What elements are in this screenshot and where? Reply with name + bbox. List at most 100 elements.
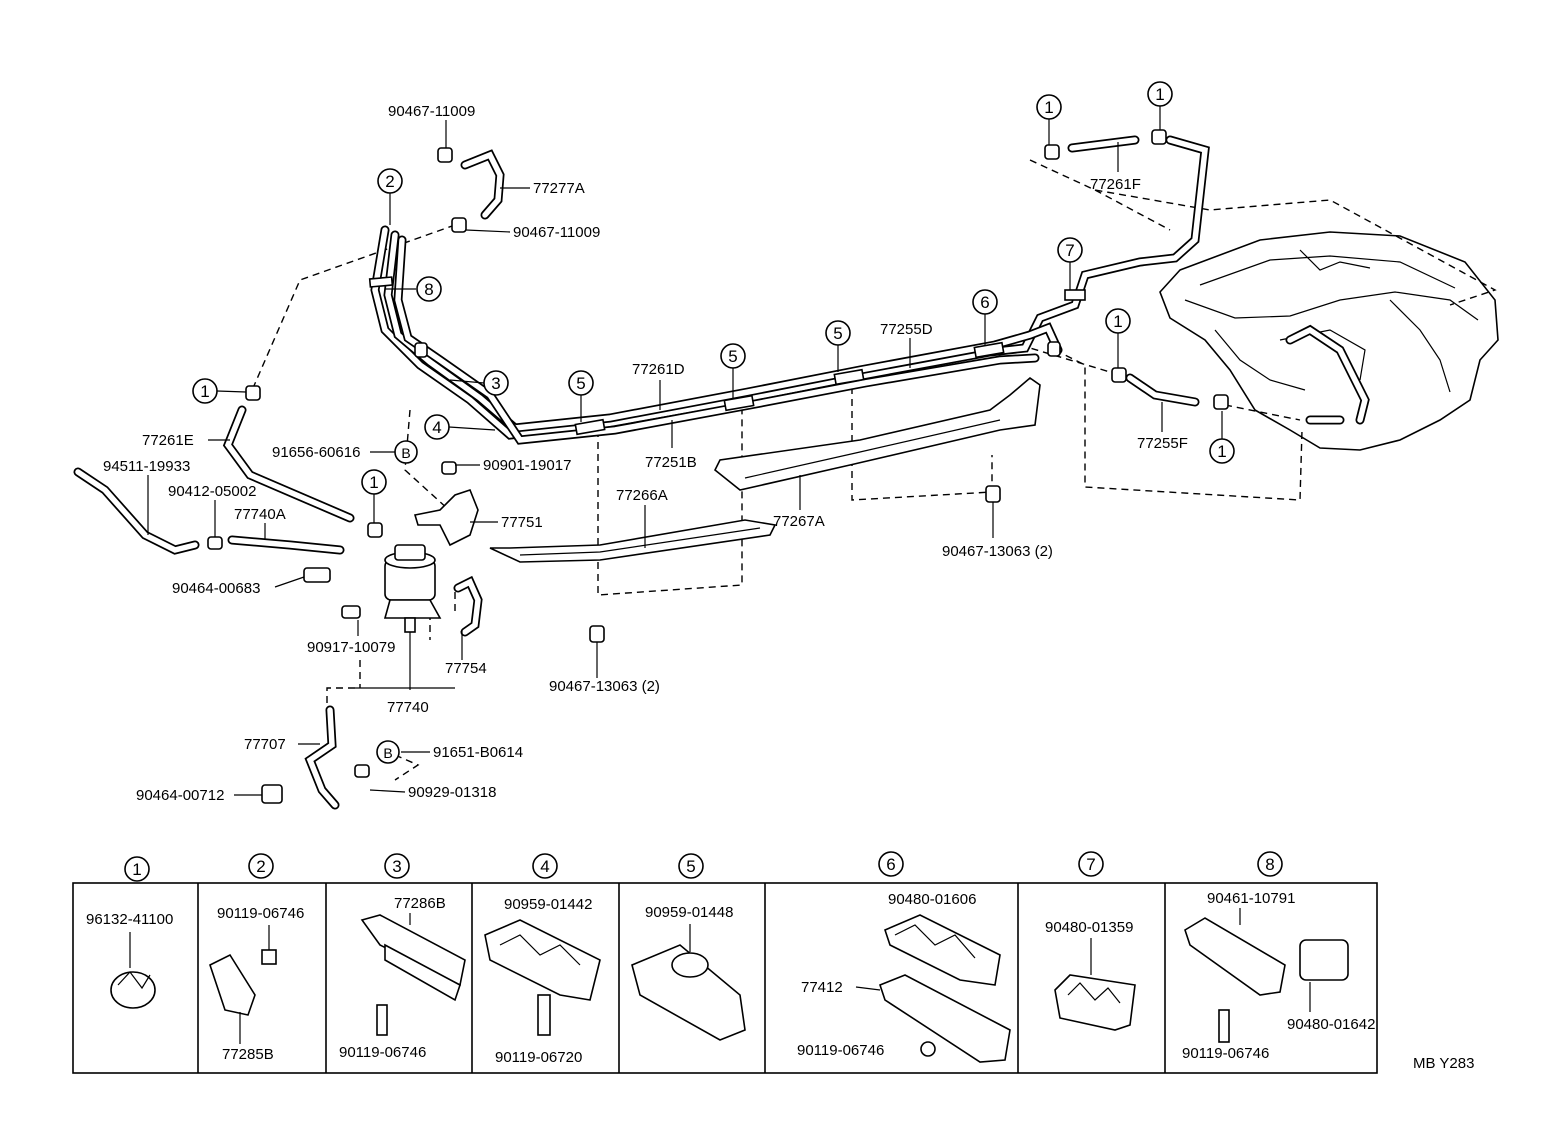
callout-1-hose-77261E: 1 xyxy=(192,378,218,404)
callout-4-top: 4 xyxy=(424,414,450,440)
filter-assembly xyxy=(383,489,479,633)
label-90901-19017: 90901-19017 xyxy=(483,457,571,474)
table-callout-6: 6 xyxy=(878,851,904,877)
callout-1-tank-left: 1 xyxy=(1105,308,1131,334)
bracket-drawing-8 xyxy=(1184,908,1349,1043)
diagram-code: MB Y283 xyxy=(1413,1055,1474,1072)
callout-7-top: 7 xyxy=(1057,237,1083,263)
cell1-part-96132-41100: 96132-41100 xyxy=(86,911,173,928)
table-callout-2: 2 xyxy=(248,853,274,879)
label-77261E: 77261E xyxy=(142,432,194,449)
callout-1-hose-77261F-right: 1 xyxy=(1147,81,1173,107)
clamp-drawing-1 xyxy=(110,932,156,1009)
callout-8-top: 8 xyxy=(416,276,442,302)
cell6-part-77412: 77412 xyxy=(801,979,843,996)
callout-circles: 1 1 2 8 3 4 5 5 5 6 7 1 1 1 1 B B xyxy=(192,81,1235,764)
svg-text:8: 8 xyxy=(424,280,433,299)
table-callout-1: 1 xyxy=(124,856,150,882)
label-77740: 77740 xyxy=(387,699,429,716)
callout-1-hose-77261F-left: 1 xyxy=(1036,94,1062,120)
svg-text:3: 3 xyxy=(491,374,500,393)
label-90464-00712: 90464-00712 xyxy=(136,787,224,804)
detail-table: 1 2 3 4 5 6 7 8 96132-41100 90119-06746 … xyxy=(72,851,1378,1074)
svg-text:1: 1 xyxy=(1044,98,1053,117)
clips xyxy=(207,129,1229,804)
label-90467-11009-top: 90467-11009 xyxy=(388,103,475,120)
svg-text:6: 6 xyxy=(980,293,989,312)
label-90467-11009-mid: 90467-11009 xyxy=(513,224,600,241)
table-callout-8: 8 xyxy=(1257,851,1283,877)
label-77740A: 77740A xyxy=(234,506,286,523)
callout-B-upper: B xyxy=(394,440,418,464)
bracket-drawing-3 xyxy=(360,913,466,1036)
label-90917-10079: 90917-10079 xyxy=(307,639,395,656)
table-callout-5: 5 xyxy=(678,853,704,879)
svg-text:B: B xyxy=(383,745,392,761)
label-77751: 77751 xyxy=(501,514,543,531)
callout-6-top: 6 xyxy=(972,289,998,315)
clamp-drawing-5 xyxy=(631,924,746,1041)
cell8-part-90119-06746: 90119-06746 xyxy=(1182,1045,1269,1062)
bracket-drawing-6 xyxy=(855,914,1011,1063)
svg-text:5: 5 xyxy=(576,374,585,393)
cell2-part-90119-06746: 90119-06746 xyxy=(217,905,304,922)
label-91656-60616: 91656-60616 xyxy=(272,444,360,461)
label-91651-B0614: 91651-B0614 xyxy=(433,744,523,761)
svg-text:5: 5 xyxy=(833,324,842,343)
svg-text:5: 5 xyxy=(728,347,737,366)
callout-1-filter: 1 xyxy=(361,469,387,495)
cell6-part-90119-06746: 90119-06746 xyxy=(797,1042,884,1059)
cell3-part-77286B: 77286B xyxy=(394,895,446,912)
label-77267A: 77267A xyxy=(773,513,825,530)
table-callout-4: 4 xyxy=(532,853,558,879)
cell3-part-90119-06746: 90119-06746 xyxy=(339,1044,426,1061)
label-94511-19933: 94511-19933 xyxy=(103,458,190,475)
label-77277A: 77277A xyxy=(533,180,585,197)
label-90467-13063-mid: 90467-13063 (2) xyxy=(549,678,660,695)
cell2-part-77285B: 77285B xyxy=(222,1046,274,1063)
svg-text:1: 1 xyxy=(1155,85,1164,104)
clamp-drawing-4 xyxy=(484,919,601,1036)
svg-text:7: 7 xyxy=(1086,855,1095,874)
label-77261F: 77261F xyxy=(1090,176,1141,193)
svg-text:1: 1 xyxy=(1217,442,1226,461)
label-90464-00683: 90464-00683 xyxy=(172,580,260,597)
svg-text:B: B xyxy=(401,445,410,461)
fuel-tank xyxy=(1159,231,1499,451)
svg-text:6: 6 xyxy=(886,855,895,874)
clamp-drawing-7 xyxy=(1054,938,1136,1031)
svg-text:1: 1 xyxy=(200,382,209,401)
label-77255F: 77255F xyxy=(1137,435,1188,452)
callout-B-lower: B xyxy=(376,740,400,764)
protectors xyxy=(489,376,1041,563)
label-77266A: 77266A xyxy=(616,487,668,504)
cell4-part-90959-01442: 90959-01442 xyxy=(504,896,592,913)
hoses xyxy=(73,135,1200,810)
cell8-part-90461-10791: 90461-10791 xyxy=(1207,890,1295,907)
svg-text:4: 4 xyxy=(540,857,549,876)
label-77255D: 77255D xyxy=(880,321,933,338)
label-77707: 77707 xyxy=(244,736,286,753)
svg-text:4: 4 xyxy=(432,418,441,437)
label-77754: 77754 xyxy=(445,660,487,677)
callout-5-b: 5 xyxy=(720,343,746,369)
svg-text:8: 8 xyxy=(1265,855,1274,874)
dashed-leaders xyxy=(249,159,1497,781)
callout-1-tank-right: 1 xyxy=(1209,438,1235,464)
svg-text:1: 1 xyxy=(132,860,141,879)
callout-5-c: 5 xyxy=(825,320,851,346)
fuel-line-bundle xyxy=(368,135,1210,445)
label-90929-01318: 90929-01318 xyxy=(408,784,496,801)
callout-3-top: 3 xyxy=(483,370,509,396)
label-77261D: 77261D xyxy=(632,361,685,378)
cell7-part-90480-01359: 90480-01359 xyxy=(1045,919,1133,936)
leader-lines xyxy=(147,106,1223,796)
svg-text:1: 1 xyxy=(369,473,378,492)
svg-text:7: 7 xyxy=(1065,241,1074,260)
svg-text:2: 2 xyxy=(385,172,394,191)
svg-text:2: 2 xyxy=(256,857,265,876)
label-77251B: 77251B xyxy=(645,454,697,471)
label-90467-13063-right: 90467-13063 (2) xyxy=(942,543,1053,560)
svg-text:1: 1 xyxy=(1113,312,1122,331)
